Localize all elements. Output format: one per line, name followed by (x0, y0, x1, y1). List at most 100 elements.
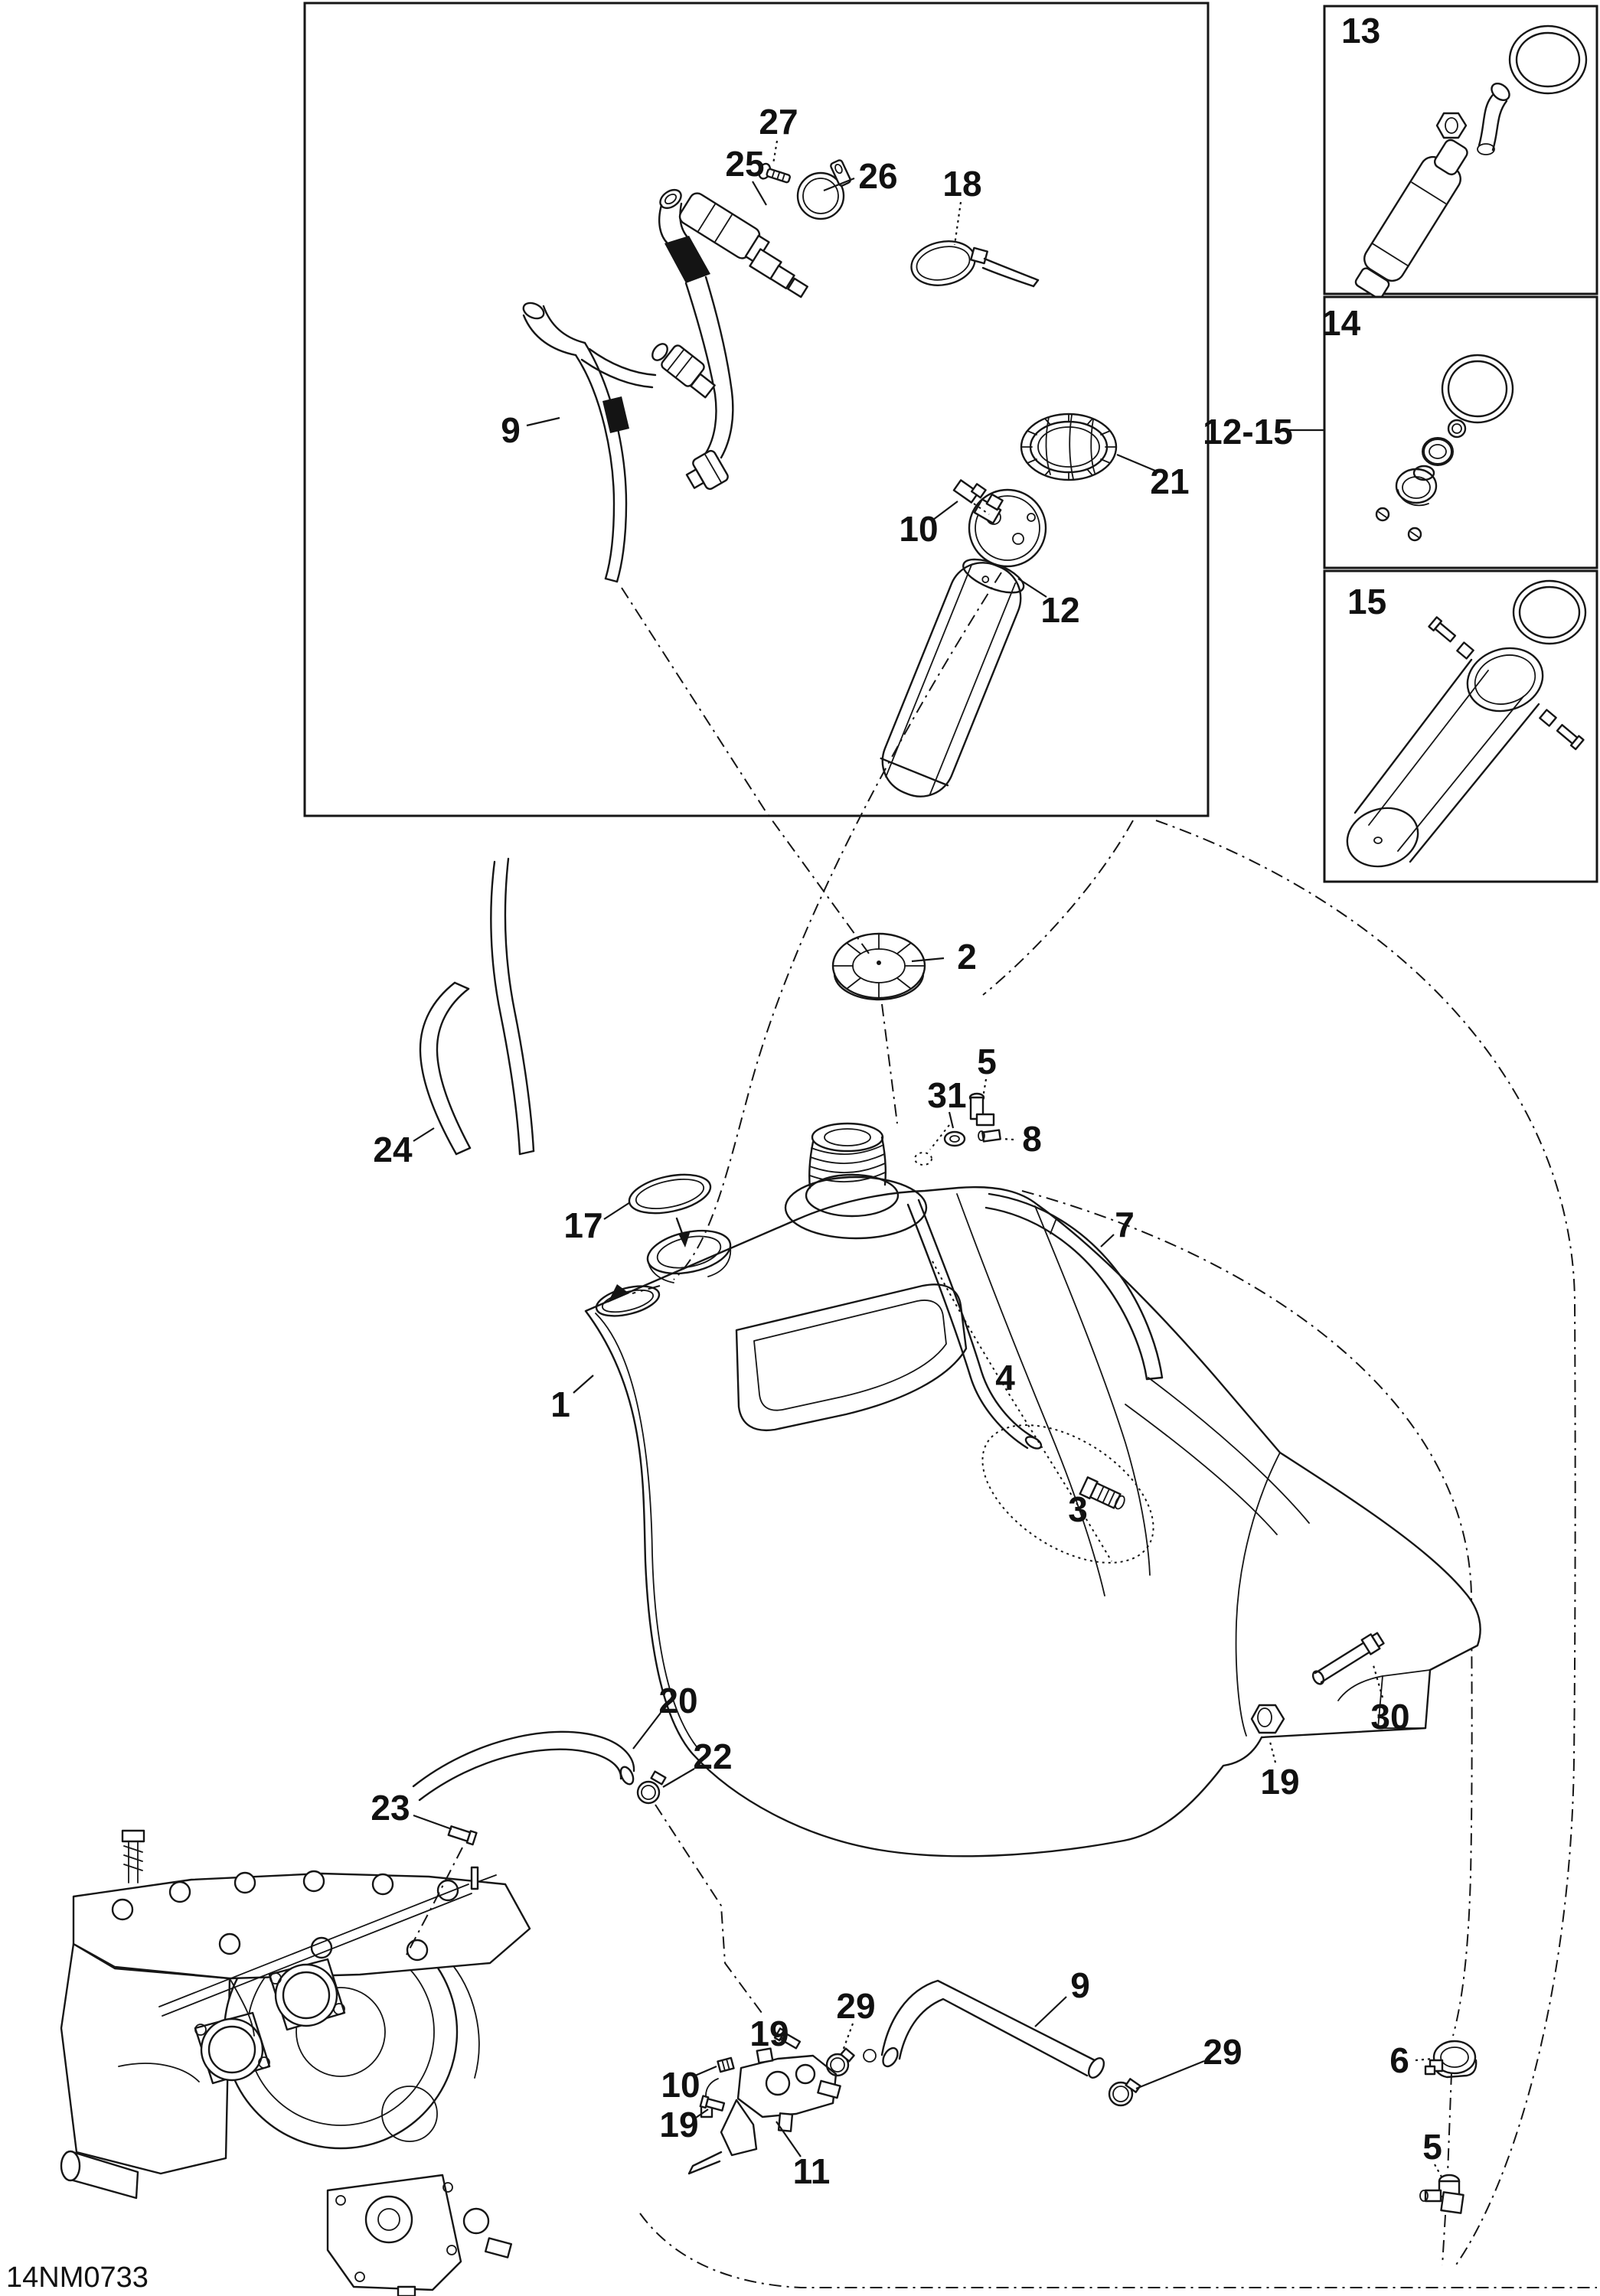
retainer-ring-21 (1020, 413, 1118, 481)
callout-leader (948, 1111, 955, 1129)
screw-15b (1556, 723, 1585, 751)
range-label: 12-15 (1203, 412, 1293, 452)
callout-label-10: 10 (661, 2065, 700, 2105)
screw-23 (447, 1825, 478, 1846)
clamp-26 (796, 159, 851, 220)
callout-label-19: 19 (749, 2014, 789, 2053)
callout-leader (772, 140, 779, 165)
y-hose-9 (522, 302, 716, 583)
callout-leader (1116, 453, 1156, 472)
fitting-5-top (968, 1092, 995, 1127)
callout-label-11: 11 (793, 2151, 831, 2191)
callout-leader (662, 1768, 695, 1788)
callout-label-30: 30 (1370, 1697, 1409, 1737)
callout-label-3: 3 (1068, 1489, 1088, 1529)
callout-leader (1135, 2060, 1205, 2090)
callout-label-24: 24 (373, 1130, 413, 1169)
callout-leader (1001, 1137, 1014, 1141)
callout-label-27: 27 (759, 102, 798, 142)
callout-leader (526, 416, 560, 427)
screw-small-a (1375, 507, 1390, 522)
callout-leader (1017, 578, 1047, 598)
callout-label-12: 12 (1040, 590, 1079, 630)
grommet-31 (943, 1130, 966, 1147)
callout-leader (1268, 1738, 1277, 1763)
callout-label-10: 10 (899, 509, 938, 549)
callout-leader (413, 1814, 452, 1831)
callout-leader (911, 957, 945, 963)
callout-leader (981, 1078, 988, 1098)
callout-label-1: 1 (550, 1384, 570, 1424)
callout-leader (1100, 1234, 1115, 1247)
clamp-6 (1424, 2040, 1478, 2079)
callout-leader (413, 1127, 435, 1142)
fuel-cap-2 (831, 932, 926, 1001)
vent-hose-24 (419, 857, 535, 1156)
hose-9-bottom (880, 1979, 1105, 2079)
pin-30 (1311, 1632, 1385, 1685)
engine-drawing (60, 1829, 531, 2296)
vent-hose-7 (984, 1192, 1164, 1381)
callout-label-26: 26 (858, 156, 897, 196)
callout-leader (841, 2023, 854, 2053)
fuel-valve-assembly-11 (687, 2027, 877, 2175)
drawing-code: 14NM0733 (6, 2262, 149, 2294)
fuel-rail (158, 1866, 497, 2017)
callout-label-2: 2 (957, 937, 977, 977)
routing-lines-front (405, 572, 1597, 2288)
callout-label-29: 29 (836, 1986, 875, 2026)
filler-sleeve-15 (1346, 647, 1544, 868)
inset-box-14 (1323, 295, 1598, 569)
screw-27 (758, 162, 791, 184)
callout-label-21: 21 (1150, 461, 1189, 501)
callout-label-4: 4 (995, 1358, 1015, 1397)
inset-box-15-label: 15 (1347, 582, 1386, 621)
fitting-5-bottom (1419, 2174, 1464, 2214)
fuel-pump-module-12 (880, 479, 1047, 797)
fuel-pickup-hose-4 (906, 1199, 1154, 1564)
callout-label-5: 5 (977, 1042, 997, 1081)
fuel-tank-drawing (419, 857, 1481, 1857)
hose-20 (412, 1730, 635, 1802)
callout-label-31: 31 (927, 1075, 966, 1115)
callout-label-20: 20 (658, 1681, 697, 1720)
pump-13 (1354, 139, 1468, 299)
inset-box-14-label: 14 (1321, 303, 1361, 343)
callout-label-6: 6 (1389, 2040, 1409, 2080)
fitting-3 (1079, 1476, 1125, 1510)
callout-label-29: 29 (1203, 2032, 1242, 2072)
screw-15a (1428, 616, 1457, 643)
callout-label-7: 7 (1115, 1205, 1135, 1244)
callout-leader (780, 2037, 787, 2041)
callout-leader (953, 201, 962, 246)
callout-leader (752, 181, 767, 206)
callout-leader (632, 1712, 661, 1750)
callout-label-19: 19 (1260, 1762, 1299, 1802)
callout-label-17: 17 (563, 1205, 602, 1245)
cable-tie-18 (910, 240, 1040, 288)
callout-leader (932, 501, 958, 520)
inset-box-13 (1323, 5, 1598, 299)
nut-19 (1250, 1704, 1285, 1734)
callout-leader (1034, 1996, 1067, 2027)
callout-leader (823, 177, 855, 192)
callout-label-9: 9 (501, 410, 521, 450)
callout-label-18: 18 (942, 164, 981, 204)
callout-leader (695, 2108, 709, 2118)
inset-box-13-label: 13 (1341, 11, 1380, 51)
callout-label-5: 5 (1422, 2127, 1442, 2167)
callout-leader (694, 2065, 717, 2077)
callout-leader (603, 1202, 631, 1220)
callout-leader (573, 1375, 594, 1394)
callout-label-8: 8 (1022, 1119, 1042, 1159)
callout-label-22: 22 (693, 1737, 732, 1776)
screw-small-b (1407, 527, 1422, 542)
range-label-group: 12-15 (1203, 412, 1324, 452)
inset-box-15 (1323, 569, 1598, 883)
fitting-10 (952, 479, 987, 504)
filler-neck (784, 1122, 928, 1240)
callout-leader (1434, 2164, 1443, 2179)
fitting-8 (978, 1129, 1001, 1143)
